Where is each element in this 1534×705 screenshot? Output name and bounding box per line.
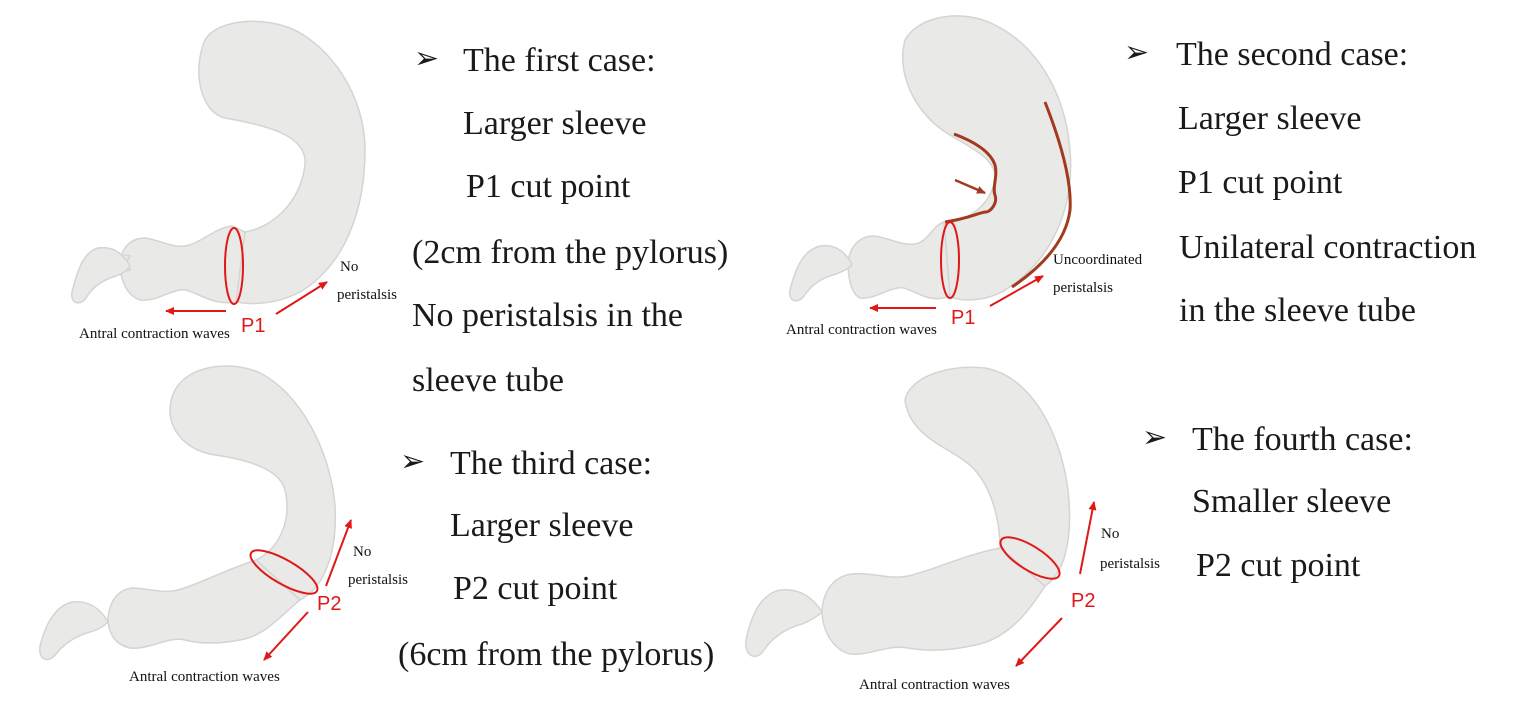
contraction-arrow-case-2 bbox=[954, 178, 986, 195]
case-3-line: (6cm from the pylorus) bbox=[398, 636, 715, 673]
stomach-case-1 bbox=[71, 20, 366, 305]
case-3-line: P2 cut point bbox=[453, 570, 618, 607]
case-2-line: Larger sleeve bbox=[1178, 100, 1362, 137]
case-1-line: P1 cut point bbox=[466, 168, 631, 205]
cut-label-case-2: P1 bbox=[951, 307, 975, 329]
case-4-line: P2 cut point bbox=[1196, 547, 1361, 584]
case-3-line: Larger sleeve bbox=[450, 507, 634, 544]
peristalsis-label-case-2-line-1: Uncoordinated bbox=[1053, 252, 1143, 268]
case-1-line: (2cm from the pylorus) bbox=[412, 234, 729, 271]
antral-label-case-3: Antral contraction waves bbox=[129, 669, 280, 685]
peristalsis-label-case-1-line-1: No bbox=[340, 259, 359, 275]
case-2-line: Unilateral contraction bbox=[1179, 229, 1477, 266]
bullet-icon: ➢ bbox=[414, 42, 440, 75]
cut-ring-case-3 bbox=[249, 549, 319, 595]
contraction-line-outer-case-2 bbox=[1011, 101, 1072, 289]
peristalsis-arrow-case-3 bbox=[325, 519, 352, 587]
peristalsis-label-case-4-line-1: No bbox=[1101, 526, 1120, 542]
cut-ring-case-4 bbox=[999, 536, 1061, 580]
cut-label-case-3: P2 bbox=[317, 593, 341, 615]
peristalsis-arrow-case-1 bbox=[275, 281, 328, 315]
case-4-heading: The fourth case: bbox=[1192, 421, 1413, 458]
stomach-case-2 bbox=[789, 15, 1072, 302]
peristalsis-arrow-case-4 bbox=[1079, 501, 1097, 575]
peristalsis-label-case-2-line-2: peristalsis bbox=[1053, 280, 1113, 296]
bullet-icon: ➢ bbox=[1142, 421, 1168, 454]
case-2-heading: The second case: bbox=[1176, 36, 1409, 73]
peristalsis-label-case-3-line-1: No bbox=[353, 544, 372, 560]
antral-label-case-2: Antral contraction waves bbox=[786, 322, 937, 338]
case-2-line: P1 cut point bbox=[1178, 164, 1343, 201]
peristalsis-label-case-3-line-2: peristalsis bbox=[348, 572, 408, 588]
bullet-icon: ➢ bbox=[400, 445, 426, 478]
stomach-case-4 bbox=[745, 366, 1071, 658]
bullet-icon: ➢ bbox=[1124, 36, 1150, 69]
peristalsis-label-case-1-line-2: peristalsis bbox=[337, 287, 397, 303]
stomach-case-3 bbox=[39, 365, 337, 661]
antral-arrow-case-4 bbox=[1015, 617, 1063, 667]
case-1-heading: The first case: bbox=[463, 42, 656, 79]
cut-label-case-4: P2 bbox=[1071, 590, 1095, 612]
case-1-line: No peristalsis in the bbox=[412, 297, 684, 334]
cut-ring-case-1 bbox=[224, 227, 244, 305]
cut-label-case-1: P1 bbox=[241, 315, 265, 337]
case-4-line: Smaller sleeve bbox=[1192, 483, 1392, 520]
peristalsis-label-case-4-line-2: peristalsis bbox=[1100, 556, 1160, 572]
contraction-line-inner-case-2 bbox=[944, 132, 998, 224]
case-3-heading: The third case: bbox=[450, 445, 653, 482]
case-1-line: sleeve tube bbox=[412, 362, 564, 399]
peristalsis-arrow-case-2 bbox=[989, 275, 1044, 307]
antral-label-case-1: Antral contraction waves bbox=[79, 326, 230, 342]
cut-ring-case-2 bbox=[940, 221, 960, 299]
antral-label-case-4: Antral contraction waves bbox=[859, 677, 1010, 693]
case-1-line: Larger sleeve bbox=[463, 105, 647, 142]
case-2-line: in the sleeve tube bbox=[1179, 292, 1416, 329]
antral-arrow-case-3 bbox=[263, 611, 309, 661]
